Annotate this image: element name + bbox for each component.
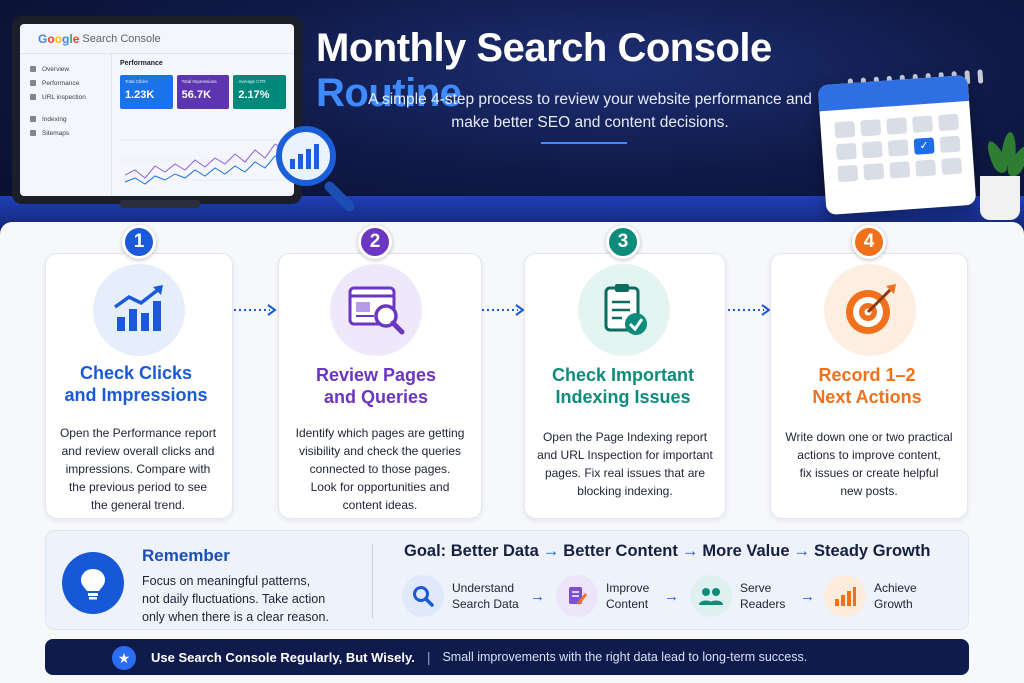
remember-panel	[45, 530, 969, 630]
arrow-right-icon: →	[800, 588, 815, 605]
trend-icon	[30, 80, 36, 86]
star-icon: ★	[112, 646, 136, 670]
users-icon	[690, 575, 732, 617]
footer-separator: |	[426, 649, 431, 665]
title-underline	[541, 142, 627, 144]
performance-line-chart	[120, 139, 290, 185]
arrow-right-icon	[234, 304, 277, 316]
pages-icon	[30, 116, 36, 122]
arrow-right-icon	[482, 304, 525, 316]
step-card-1	[45, 253, 233, 519]
gsc-nav-sitemaps: Sitemaps	[20, 126, 111, 140]
check-icon: ✓	[913, 137, 935, 155]
trend-up-icon	[93, 264, 185, 356]
arrow-right-icon: →	[530, 588, 545, 605]
remember-title: Remember	[142, 546, 230, 565]
search-console-screen: Google Search Console Overview Performan…	[20, 24, 294, 196]
page-title: Monthly Search Console Routine	[316, 26, 772, 115]
monitor-illustration: Google Search Console Overview Performan…	[12, 16, 302, 204]
lightbulb-icon	[62, 552, 124, 614]
arrow-right-icon: →	[664, 588, 679, 605]
google-logo: Google	[38, 31, 80, 46]
gsc-nav-performance: Performance	[20, 76, 111, 90]
bar-chart-icon	[290, 144, 319, 169]
step-badge-4: 4	[852, 225, 886, 259]
growth-chart-icon	[824, 575, 866, 617]
footer-tagline: Small improvements with the right data l…	[442, 650, 808, 664]
step-badge-1: 1	[122, 225, 156, 259]
edit-document-icon	[556, 575, 598, 617]
arrow-right-icon	[728, 304, 771, 316]
home-icon	[30, 66, 36, 72]
footer-headline: Use Search Console Regularly, But Wisely…	[151, 649, 415, 665]
page-subtitle: A simple 4-step process to review your w…	[368, 91, 812, 131]
goal-statement: Goal: Better Data→Better Content→More Va…	[404, 542, 931, 560]
gsc-nav-url-inspection: URL inspection	[20, 90, 111, 104]
gsc-sidebar: Overview Performance URL inspection Inde…	[20, 54, 112, 196]
page-search-icon	[330, 264, 422, 356]
checklist-icon	[578, 264, 670, 356]
sitemap-icon	[30, 130, 36, 136]
footer-bar: Use Search Console Regularly, But Wisely…	[45, 639, 969, 675]
panel-divider	[372, 544, 373, 618]
search-icon	[30, 94, 36, 100]
gsc-section-title: Performance	[120, 60, 163, 67]
search-icon	[402, 575, 444, 617]
remember-text: Focus on meaningful patterns,not daily f…	[142, 574, 329, 624]
step-badge-2: 2	[358, 225, 392, 259]
gsc-nav-indexing: Indexing	[20, 112, 111, 126]
gsc-topbar: Google Search Console	[20, 24, 294, 54]
magnifier-icon	[276, 126, 336, 186]
target-icon	[824, 264, 916, 356]
step-badge-3: 3	[606, 225, 640, 259]
monitor-stand	[120, 200, 200, 208]
calendar-icon: ✓	[817, 74, 977, 216]
gsc-product-name: Search Console	[82, 32, 161, 45]
gsc-nav-overview: Overview	[20, 62, 111, 76]
